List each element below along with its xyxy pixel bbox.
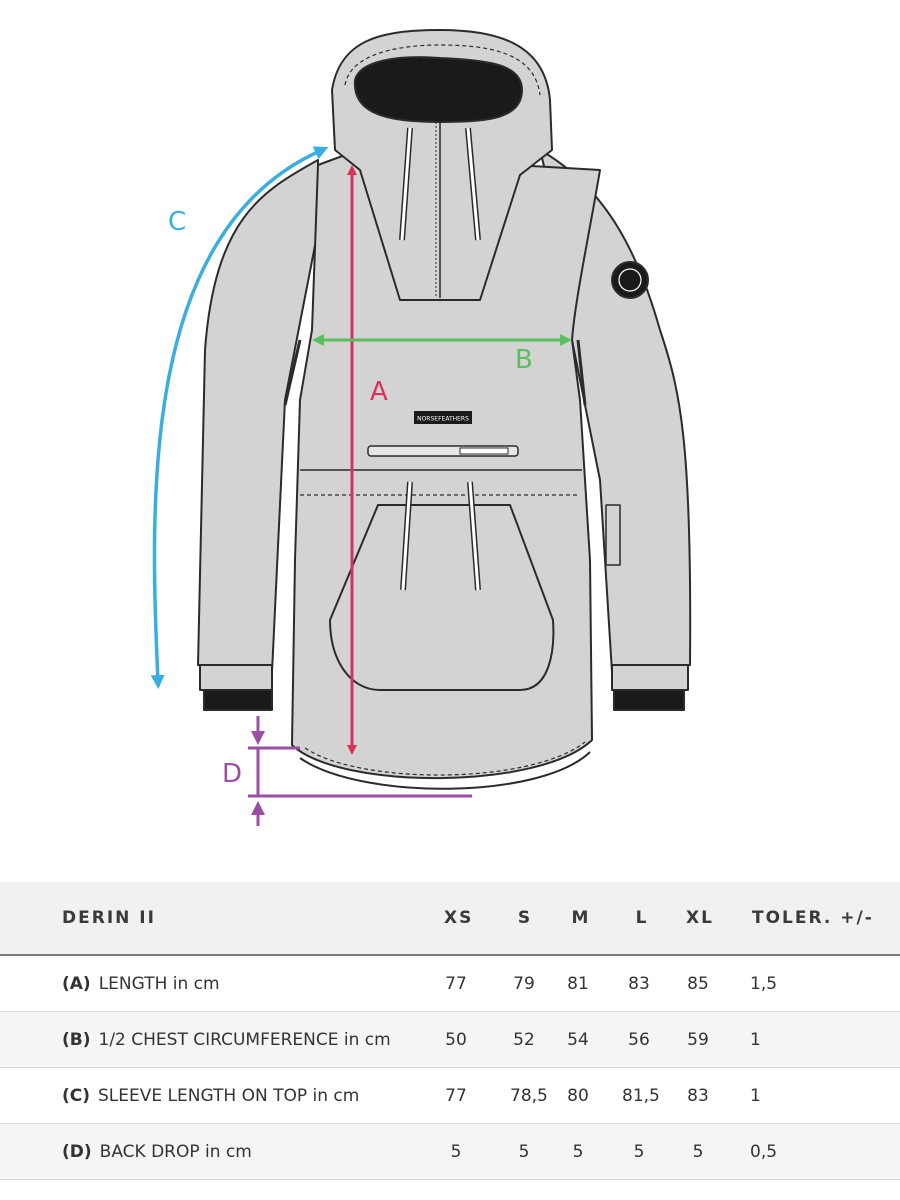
header-s: S bbox=[517, 908, 533, 928]
header-xs: XS bbox=[444, 908, 474, 928]
row-code: (D) bbox=[62, 1142, 92, 1162]
dimension-d-arrow bbox=[248, 716, 472, 826]
header-m: M bbox=[571, 908, 591, 928]
cell-l: 81,5 bbox=[622, 1086, 660, 1106]
row-code: (C) bbox=[62, 1086, 91, 1106]
cell-xs: 77 bbox=[445, 974, 467, 994]
jacket-diagram: NORSEFEATHERS A B C D bbox=[150, 29, 692, 826]
size-table: DERIN II XS S M L XL TOLER. +/- (A) LENGT… bbox=[0, 882, 900, 1200]
dimension-a-label: A bbox=[370, 377, 388, 407]
cell-xs: 50 bbox=[445, 1030, 467, 1050]
row-label: (B) 1/2 CHEST CIRCUMFERENCE in cm bbox=[62, 1012, 391, 1068]
header-l: L bbox=[635, 908, 649, 928]
brand-tag bbox=[414, 411, 472, 424]
cell-m: 81 bbox=[567, 974, 589, 994]
right-cuff bbox=[613, 689, 685, 711]
table-header: DERIN II XS S M L XL TOLER. +/- bbox=[0, 882, 900, 956]
row-label-text: LENGTH in cm bbox=[98, 974, 220, 994]
cell-xl: 85 bbox=[687, 974, 709, 994]
cell-s: 78,5 bbox=[510, 1086, 548, 1106]
dimension-b-label: B bbox=[515, 345, 533, 375]
cell-tolerance: 1 bbox=[750, 1030, 761, 1050]
row-label: (D) BACK DROP in cm bbox=[62, 1124, 252, 1180]
row-code: (B) bbox=[62, 1030, 91, 1050]
dimension-c-label: C bbox=[168, 207, 186, 237]
cell-tolerance: 1 bbox=[750, 1086, 761, 1106]
shoulder-badge bbox=[611, 261, 649, 299]
table-row: (A) LENGTH in cm 77 79 81 83 85 1,5 bbox=[0, 956, 900, 1012]
cell-s: 5 bbox=[518, 1142, 530, 1162]
row-label-text: 1/2 CHEST CIRCUMFERENCE in cm bbox=[98, 1030, 391, 1050]
cell-tolerance: 1,5 bbox=[750, 974, 778, 994]
row-label: (A) LENGTH in cm bbox=[62, 956, 220, 1012]
brand-tag-text: NORSEFEATHERS bbox=[417, 416, 469, 423]
cell-s: 52 bbox=[513, 1030, 535, 1050]
table-row: (D) BACK DROP in cm 5 5 5 5 5 0,5 bbox=[0, 1124, 900, 1180]
cell-l: 83 bbox=[628, 974, 650, 994]
cell-m: 54 bbox=[567, 1030, 589, 1050]
cell-s: 79 bbox=[513, 974, 535, 994]
left-cuff bbox=[203, 689, 273, 711]
cell-tolerance: 0,5 bbox=[750, 1142, 778, 1162]
jacket-illustration bbox=[197, 29, 692, 790]
header-tolerance: TOLER. +/- bbox=[752, 908, 874, 928]
cell-l: 56 bbox=[628, 1030, 650, 1050]
row-label: (C) SLEEVE LENGTH ON TOP in cm bbox=[62, 1068, 359, 1124]
hood-opening bbox=[353, 56, 523, 123]
cell-xl: 59 bbox=[687, 1030, 709, 1050]
row-code: (A) bbox=[62, 974, 91, 994]
cell-xs: 5 bbox=[450, 1142, 462, 1162]
cell-m: 80 bbox=[567, 1086, 589, 1106]
table-row: (B) 1/2 CHEST CIRCUMFERENCE in cm 50 52 5… bbox=[0, 1012, 900, 1068]
cell-m: 5 bbox=[572, 1142, 584, 1162]
row-label-text: SLEEVE LENGTH ON TOP in cm bbox=[98, 1086, 360, 1106]
table-row: (C) SLEEVE LENGTH ON TOP in cm 77 78,5 80… bbox=[0, 1068, 900, 1124]
header-xl: XL bbox=[686, 908, 714, 928]
cell-xl: 83 bbox=[687, 1086, 709, 1106]
dimension-c-arrow bbox=[150, 146, 329, 689]
cell-xl: 5 bbox=[692, 1142, 704, 1162]
cell-xs: 77 bbox=[445, 1086, 467, 1106]
cell-l: 5 bbox=[633, 1142, 645, 1162]
row-label-text: BACK DROP in cm bbox=[99, 1142, 252, 1162]
dimension-d-label: D bbox=[222, 759, 242, 789]
kangaroo-pocket bbox=[329, 504, 555, 691]
product-name: DERIN II bbox=[62, 908, 156, 928]
